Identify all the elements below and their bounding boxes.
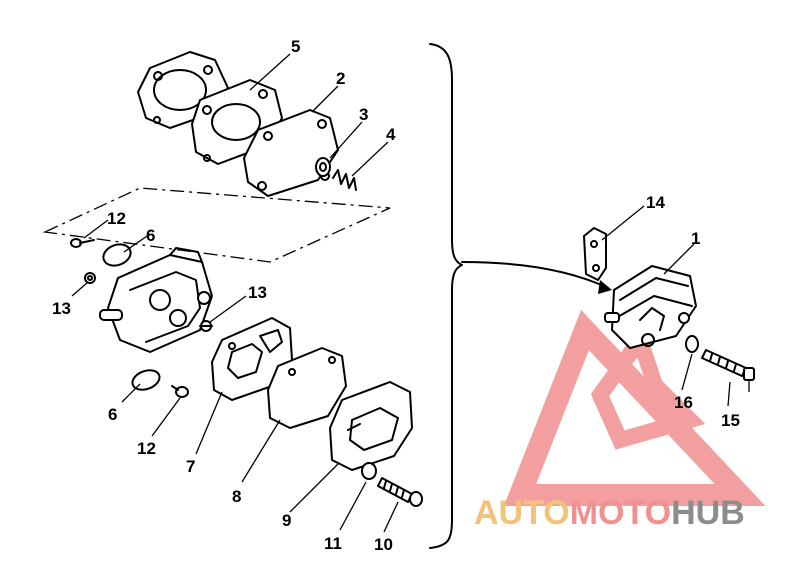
label-7: 7 <box>186 457 195 476</box>
label-9: 9 <box>282 511 291 530</box>
label-15: 15 <box>721 411 740 430</box>
screw-part-12-bottom <box>171 385 189 398</box>
spring-part-4 <box>332 169 357 191</box>
cover-part-2 <box>243 109 339 197</box>
label-13-right: 13 <box>248 283 267 302</box>
pump-body <box>99 247 213 353</box>
label-12-bottom: 12 <box>137 439 156 458</box>
label-6-bottom: 6 <box>108 405 117 424</box>
label-2: 2 <box>336 69 345 88</box>
label-3: 3 <box>359 105 368 124</box>
leader-lines <box>71 53 731 533</box>
part-labels: 5 2 3 4 12 6 13 13 6 12 7 8 9 11 10 14 1… <box>52 37 740 554</box>
nut-part-13-right <box>199 320 213 332</box>
cap-part-6-top <box>102 243 132 267</box>
label-16: 16 <box>674 393 693 412</box>
watermark-text: AUTOMOTOHUB <box>474 494 745 532</box>
label-14: 14 <box>646 193 665 212</box>
nut-part-13-left <box>84 272 96 284</box>
label-1: 1 <box>691 229 700 248</box>
diaphragm-part-8 <box>267 347 347 429</box>
watermark-hub: HUB <box>671 494 745 532</box>
label-5: 5 <box>291 37 300 56</box>
dashed-grouping-box <box>42 187 391 263</box>
screw-part-12-top <box>70 238 95 248</box>
label-13-left: 13 <box>52 299 71 318</box>
label-10: 10 <box>374 535 393 554</box>
label-12-top: 12 <box>107 209 126 228</box>
watermark-moto: MOTO <box>570 494 671 532</box>
group-bracket <box>429 43 463 549</box>
check-valve-part-3 <box>315 157 331 177</box>
label-8: 8 <box>232 487 241 506</box>
bolt-part-10 <box>377 477 423 507</box>
gasket-part-14 <box>583 227 607 281</box>
washer-part-11 <box>361 462 377 480</box>
assembly-arrow <box>461 261 612 294</box>
label-6-top: 6 <box>146 226 155 245</box>
washer-part-16 <box>685 335 699 353</box>
cover-part-9 <box>329 381 413 471</box>
svg-text:AUTOMOTOHUB: AUTOMOTOHUB <box>474 494 745 532</box>
bolt-part-15 <box>701 349 755 392</box>
watermark-auto: AUTO <box>474 494 570 532</box>
watermark-logo <box>503 309 766 506</box>
fuel-pump-assembly-part-1 <box>604 265 697 349</box>
label-4: 4 <box>386 125 396 144</box>
label-11: 11 <box>324 534 342 553</box>
